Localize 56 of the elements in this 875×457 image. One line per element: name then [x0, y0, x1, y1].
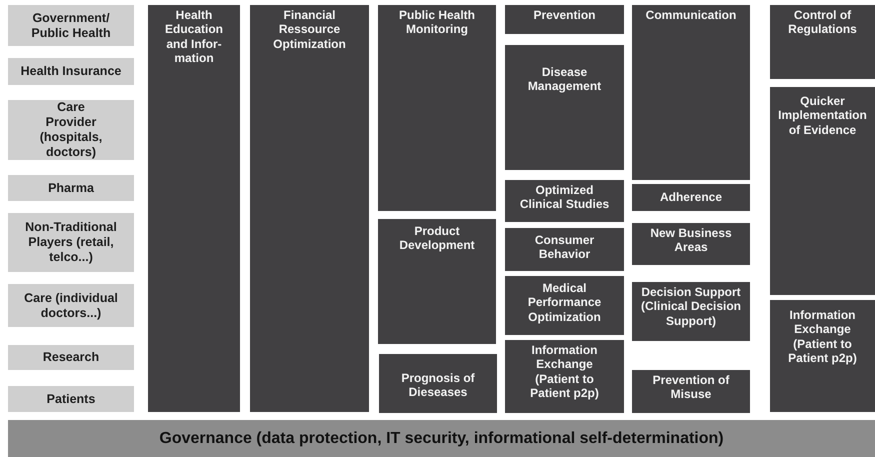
application-box — [632, 282, 750, 341]
box-label: Adherence — [660, 190, 722, 205]
box-label: Care (individual doctors...) — [23, 290, 119, 320]
governance-band — [8, 420, 875, 457]
box-label: Government/ Public Health — [30, 10, 112, 40]
stakeholder-box — [8, 5, 134, 46]
box-label: Prognosis of Dieseases — [400, 371, 476, 400]
application-box — [770, 5, 875, 79]
application-box — [379, 354, 497, 413]
box-label: Medical Performance Optimization — [526, 281, 602, 324]
box-label: Prevention — [533, 8, 596, 22]
box-label: Prevention of Misuse — [652, 373, 730, 402]
application-box — [505, 340, 624, 413]
stakeholder-box — [8, 213, 134, 272]
application-box — [632, 184, 750, 211]
box-label: Optimized Clinical Studies — [518, 183, 610, 212]
box-label: Non-Traditional Players (retail, telco...) — [24, 220, 118, 265]
application-box — [505, 180, 624, 222]
application-box — [378, 219, 496, 344]
stakeholder-box — [8, 100, 134, 160]
box-label: Pharma — [48, 180, 94, 196]
stakeholder-box — [8, 386, 134, 412]
stakeholder-box — [8, 284, 134, 327]
box-label: Disease Management — [526, 65, 602, 94]
application-box — [632, 370, 750, 413]
application-box — [632, 223, 750, 265]
application-box — [505, 228, 624, 271]
stakeholder-box — [8, 175, 134, 201]
box-label: Communication — [646, 8, 736, 22]
box-label: Care Provider (hospitals, doctors) — [38, 100, 104, 160]
box-label: Quicker Implementation of Evidence — [777, 94, 868, 138]
box-label: Research — [42, 350, 100, 365]
application-box — [632, 5, 750, 180]
application-box — [770, 87, 875, 295]
application-box — [505, 45, 624, 170]
stakeholder-box — [8, 345, 134, 370]
box-label: Health Insurance — [20, 64, 122, 79]
box-label: Information Exchange (Patient to Patient p2p) — [787, 308, 858, 366]
box-label: Governance (data protection, IT security, informational self-determination) — [159, 428, 724, 448]
application-box — [505, 276, 624, 335]
stakeholder-box — [8, 58, 134, 85]
box-label: Consumer Behavior — [534, 233, 596, 262]
application-box — [505, 5, 624, 34]
box-label: Public Health Monitoring — [398, 8, 476, 37]
box-label: Decision Support (Clinical Decision Support) — [640, 285, 742, 328]
box-label: Patients — [46, 392, 96, 406]
application-box — [770, 300, 875, 412]
box-label: Control of Regulations — [787, 8, 858, 37]
box-label: Product Development — [398, 224, 476, 253]
box-label: Health Education and Infor-mation — [164, 8, 224, 66]
box-label: New Business Areas — [649, 226, 733, 255]
box-label: Information Exchange (Patient to Patient p2p) — [529, 343, 600, 401]
application-box — [250, 5, 369, 412]
box-label: Financial Ressource Optimization — [272, 8, 347, 52]
application-box — [378, 5, 496, 211]
application-box — [148, 5, 240, 412]
